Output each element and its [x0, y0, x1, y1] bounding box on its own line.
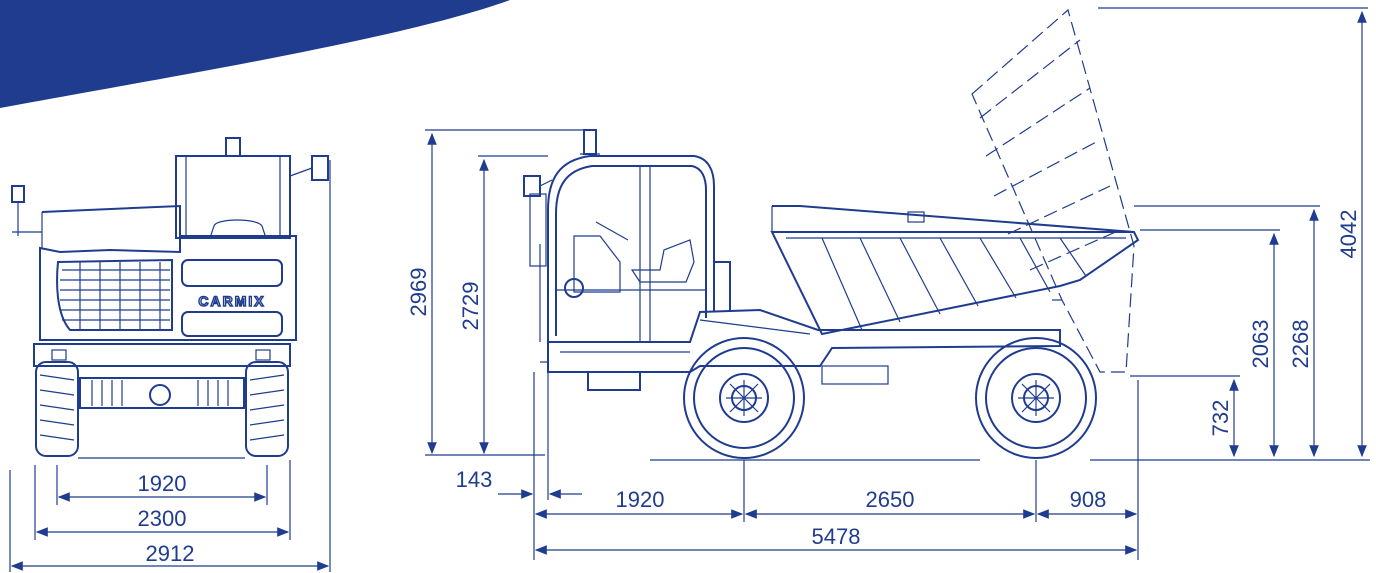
dim-track-width: 1920 [138, 471, 187, 496]
dim-tipping-pivot-height: 2063 [1248, 320, 1273, 369]
side-dimensions [425, 7, 1370, 560]
carmix-logo: CARMIX [198, 293, 265, 309]
dim-wheelbase: 2650 [866, 487, 915, 512]
dim-rear-overhang: 908 [1070, 487, 1107, 512]
dim-overall-length: 5478 [812, 524, 861, 549]
dim-body-width: 2300 [138, 506, 187, 531]
dim-front-overhang: 1920 [616, 487, 665, 512]
dim-beacon-height: 2969 [406, 268, 431, 317]
dim-dump-height-max: 4042 [1336, 210, 1361, 259]
dim-skip-rim-height: 2268 [1288, 320, 1313, 369]
dim-overall-width: 2912 [146, 541, 195, 566]
side-view [523, 8, 1140, 461]
dim-ground-offset: 143 [456, 467, 493, 492]
front-view: CARMIX [11, 137, 329, 459]
dim-cab-height: 2729 [458, 282, 483, 331]
front-dimensions [9, 160, 331, 572]
dim-discharge-height: 732 [1208, 400, 1233, 437]
corner-banner [0, 0, 510, 108]
